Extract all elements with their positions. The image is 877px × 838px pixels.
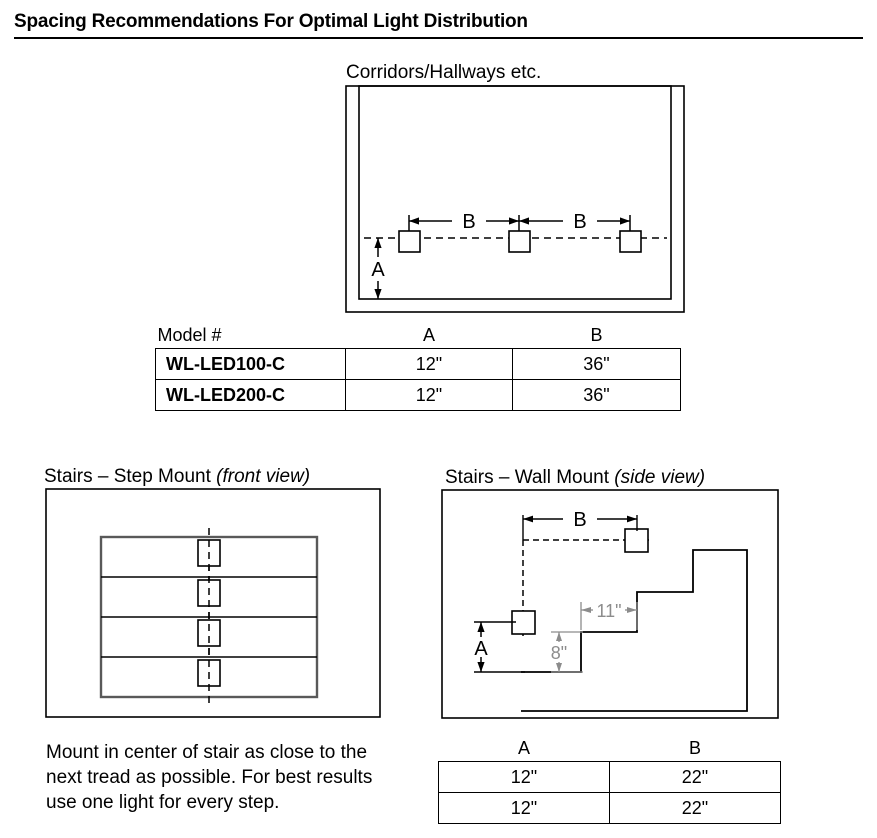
step-mount-caption-view: (front view) bbox=[216, 466, 311, 487]
corridor-cell-a: 12" bbox=[345, 379, 513, 411]
wall-mount-frame bbox=[441, 489, 779, 719]
table-row: WL-LED100-C 12" 36" bbox=[155, 348, 681, 380]
corridor-fixture-1 bbox=[398, 215, 421, 253]
wall-mount-cell-b: 22" bbox=[609, 792, 781, 824]
corridor-dimension-b-right bbox=[519, 217, 630, 225]
wall-mount-header-a: A bbox=[517, 737, 530, 758]
step-mount-frame bbox=[45, 488, 381, 718]
wall-mount-stair-profile bbox=[521, 549, 748, 712]
corridor-header-a: A bbox=[422, 324, 435, 345]
wall-mount-spec-table: A B 12" 22" 12" 22" bbox=[438, 735, 781, 824]
wall-mount-section-caption: Stairs – Wall Mount (side view) bbox=[445, 467, 705, 489]
wall-mount-label-b: B bbox=[573, 509, 586, 531]
corridor-dimension-b-left bbox=[409, 217, 519, 225]
corridor-inner-wall bbox=[358, 85, 672, 300]
corridor-fixture-3 bbox=[619, 215, 642, 253]
page-title: Spacing Recommendations For Optimal Ligh… bbox=[14, 11, 528, 32]
corridor-spec-table: Model # A B WL-LED100-C 12" 36" WL-LED20… bbox=[155, 322, 681, 411]
table-row: 12" 22" bbox=[438, 761, 781, 793]
corridor-fixture-2 bbox=[508, 215, 531, 253]
corridor-header-model: Model # bbox=[157, 324, 222, 345]
wall-mount-dimension-riser bbox=[551, 631, 583, 673]
step-mount-section-caption: Stairs – Step Mount (front view) bbox=[44, 466, 310, 488]
wall-mount-dimension-a bbox=[474, 621, 525, 673]
mounting-note: Mount in center of stair as close to the… bbox=[46, 742, 373, 813]
corridor-outer-frame bbox=[345, 85, 685, 313]
corridor-label-b-left: B bbox=[462, 211, 475, 233]
wall-mount-label-a: A bbox=[474, 638, 488, 660]
wall-mount-dimension-tread bbox=[580, 602, 638, 630]
corridor-header-b: B bbox=[590, 324, 603, 345]
step-mount-diagram-svg bbox=[45, 488, 381, 718]
wall-mount-diagram-svg: B A 11" bbox=[441, 489, 779, 719]
corridor-diagram: B B A bbox=[345, 85, 685, 313]
corridor-cell-model: WL-LED200-C bbox=[155, 379, 346, 411]
step-mount-caption-main: Stairs – Step Mount bbox=[44, 466, 211, 487]
wall-mount-cell-a: 12" bbox=[438, 761, 610, 793]
wall-mount-header-b: B bbox=[688, 737, 701, 758]
corridor-cell-a: 12" bbox=[345, 348, 513, 380]
corridor-label-a: A bbox=[371, 259, 385, 281]
step-mount-diagram bbox=[45, 488, 381, 718]
wall-mount-fixture-upper bbox=[624, 528, 649, 553]
wall-mount-cell-b: 22" bbox=[609, 761, 781, 793]
corridor-dimension-a bbox=[374, 238, 382, 299]
step-mount-fixture-3 bbox=[197, 619, 221, 647]
title-divider bbox=[14, 37, 863, 39]
table-header-row: Model # A B bbox=[156, 322, 681, 349]
corridor-diagram-svg: B B A bbox=[345, 85, 685, 313]
wall-mount-dimension-b bbox=[522, 515, 638, 540]
wall-mount-label-riser: 8" bbox=[551, 643, 567, 663]
wall-mount-cell-a: 12" bbox=[438, 792, 610, 824]
table-row: 12" 22" bbox=[438, 792, 781, 824]
corridor-cell-model: WL-LED100-C bbox=[155, 348, 346, 380]
wall-mount-caption-view: (side view) bbox=[614, 467, 706, 488]
page-title-block: Spacing Recommendations For Optimal Ligh… bbox=[14, 10, 863, 39]
wall-mount-caption-main: Stairs – Wall Mount bbox=[445, 467, 610, 488]
table-header-row: A B bbox=[439, 735, 781, 762]
wall-mount-label-tread: 11" bbox=[596, 601, 621, 621]
corridor-cell-b: 36" bbox=[512, 348, 681, 380]
wall-mount-diagram: B A 11" bbox=[441, 489, 779, 719]
table-row: WL-LED200-C 12" 36" bbox=[155, 379, 681, 411]
corridor-label-b-right: B bbox=[573, 211, 586, 233]
corridor-cell-b: 36" bbox=[512, 379, 681, 411]
corridor-section-caption: Corridors/Hallways etc. bbox=[346, 62, 542, 83]
